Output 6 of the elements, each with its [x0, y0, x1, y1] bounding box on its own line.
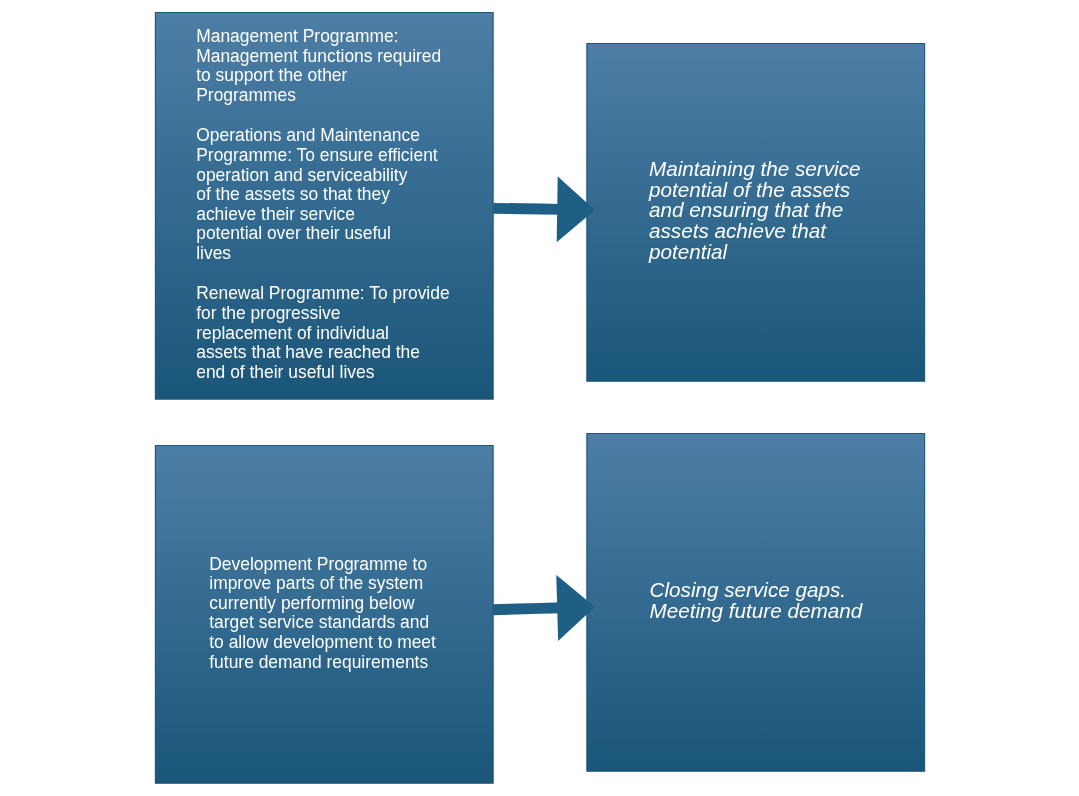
node-box: Closing service gaps. Meeting future demand — [585, 432, 925, 772]
node-box: Maintaining the service potential of the assets and ensuring that the assets achieve that potential — [585, 42, 925, 382]
node-box: Management Programme: Management functions required to support the other Programmes Operations and Maintenance Programme: To ensure efficient operation and serviceability of the assets so that they achieve their service potential over their useful lives Renewal Programme: To provide for the progressive replacement of individual assets that have reached the end of their useful lives — [154, 11, 494, 400]
arrow — [492, 176, 595, 243]
arrow — [492, 574, 595, 641]
node-box: Development Programme to improve parts of the system currently performing below target service standards and to allow development to meet future demand requirements — [154, 444, 494, 784]
